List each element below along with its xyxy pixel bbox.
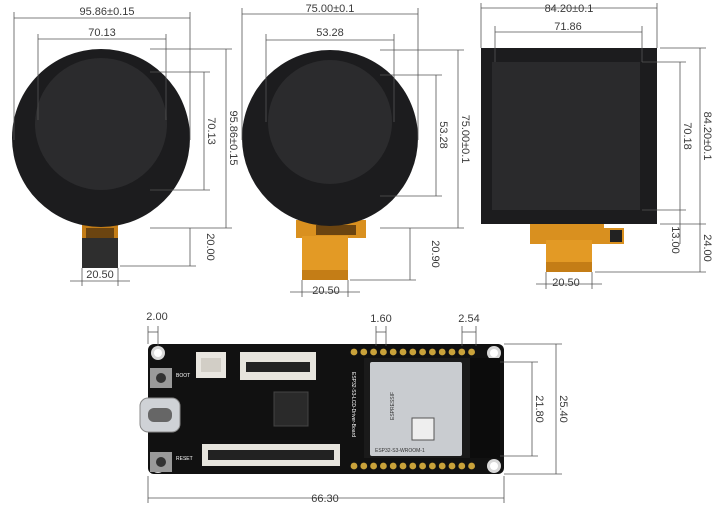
square-fpc-length: 24.00 [701, 234, 713, 262]
header-pin [399, 348, 407, 356]
header-pin [409, 462, 417, 470]
round-large-fpc-length: 20.00 [204, 233, 216, 261]
module-model: ESP32-S3-WROOM-1 [375, 448, 425, 454]
square-fpc-offset: 13.00 [669, 226, 681, 254]
esp-module-shield [370, 362, 462, 456]
board-length: 66.30 [311, 493, 339, 505]
round-panel-active [35, 58, 167, 190]
header-pin [419, 462, 426, 470]
header-pin [350, 348, 358, 356]
header-pin [399, 462, 407, 470]
module-height: 21.80 [533, 395, 545, 423]
header-pin [438, 462, 446, 470]
header-pin [448, 462, 456, 470]
header-pin [389, 462, 397, 470]
header-pin [380, 462, 387, 470]
header-pin [448, 348, 456, 356]
square-fpc-width: 20.50 [552, 277, 580, 289]
header-pin [370, 462, 377, 470]
header-pin [360, 348, 368, 356]
square-inner-height: 70.18 [681, 122, 693, 150]
driver-board: BOOT RESET ESP32-S3-LCD-Driver-Board ESP… [139, 311, 569, 505]
driver-chip [273, 391, 309, 427]
round-small-fpc-width: 20.50 [312, 285, 340, 297]
pin-width: 1.60 [370, 313, 391, 325]
header-pin [468, 462, 475, 470]
antenna [470, 358, 500, 458]
header-pins-bottom [350, 462, 475, 470]
header-pin [419, 348, 426, 356]
round-large-inner-height: 70.13 [205, 117, 217, 145]
square-outer-height: 84.20±0.1 [701, 112, 713, 161]
round-small-outer-height: 75.00±0.1 [459, 115, 471, 164]
header-pin [458, 462, 466, 470]
header-pin [468, 348, 475, 356]
round-large-outer-width: 95.86±0.15 [80, 6, 135, 18]
hole-offset: 2.00 [146, 311, 167, 323]
header-pins-top [350, 348, 475, 356]
round-small-inner-width: 53.28 [316, 27, 344, 39]
round-panel-active [268, 60, 392, 184]
header-pin [438, 348, 446, 356]
round-small-display: 75.00±0.1 53.28 75.00±0.1 53.28 20.90 20… [241, 3, 471, 297]
round-large-inner-width: 70.13 [88, 27, 116, 39]
header-pin [389, 348, 397, 356]
header-pin [429, 348, 436, 356]
module-brand: ESPRESSIF [390, 392, 396, 420]
fpc-top [530, 222, 604, 244]
board-name: ESP32-S3-LCD-Driver-Board [350, 372, 356, 437]
header-pin [429, 462, 436, 470]
round-small-outer-width: 75.00±0.1 [306, 3, 355, 15]
header-pin [458, 348, 466, 356]
square-panel-active [492, 62, 640, 210]
qr-code-icon [411, 417, 435, 441]
round-large-outer-height: 95.86±0.15 [227, 111, 239, 166]
header-pin [360, 462, 368, 470]
round-large-display: 95.86±0.15 70.13 95.86±0.15 70.13 20.00 … [12, 6, 239, 286]
round-small-inner-height: 53.28 [437, 121, 449, 149]
header-pin [380, 348, 387, 356]
board-height: 25.40 [557, 395, 569, 423]
square-outer-width: 84.20±0.1 [545, 3, 594, 15]
pin-pitch: 2.54 [458, 313, 479, 325]
round-large-fpc-width: 20.50 [86, 269, 114, 281]
fpc-cable [82, 238, 118, 268]
header-pin [409, 348, 417, 356]
reset-label: RESET [176, 456, 193, 462]
round-small-fpc-length: 20.90 [429, 240, 441, 268]
square-inner-width: 71.86 [554, 21, 582, 33]
header-pin [370, 348, 377, 356]
square-display: 84.20±0.1 71.86 84.20±0.1 70.18 13.00 24… [480, 3, 713, 289]
header-pin [350, 462, 358, 470]
boot-label: BOOT [176, 373, 190, 379]
